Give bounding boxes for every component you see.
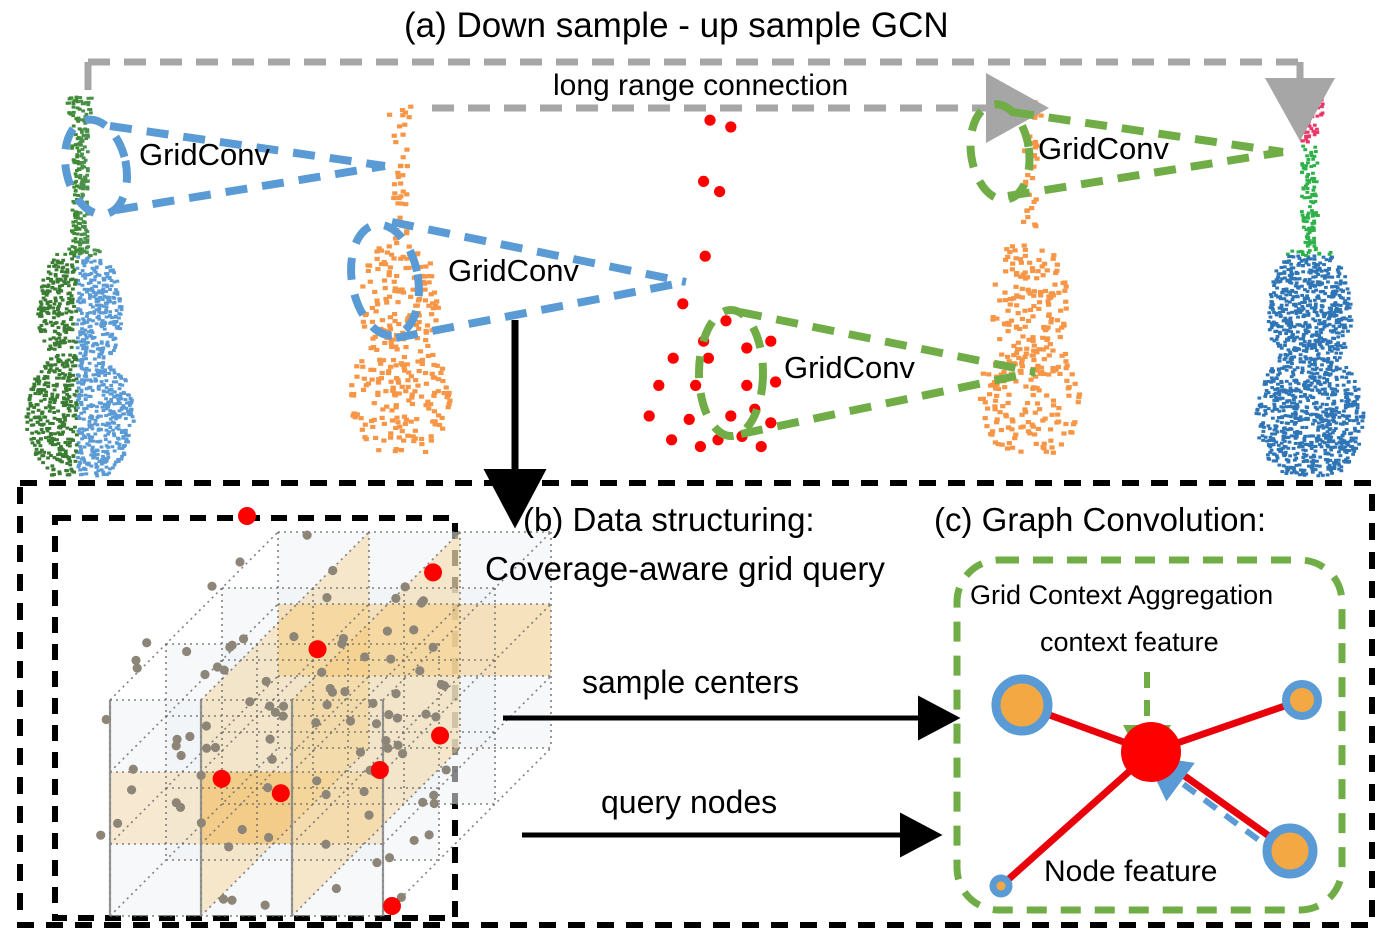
gridconv-cone-1 <box>61 115 386 219</box>
point-cloud-input <box>24 95 136 478</box>
grid-context-aggregation-label: Grid Context Aggregation <box>970 580 1274 610</box>
gridconv-cone-4 <box>966 100 1284 204</box>
panel-a-title: (a) Down sample - up sample GCN <box>404 6 949 45</box>
node-feature-label: Node feature <box>1044 855 1218 888</box>
long-range-connection-top <box>84 58 1335 141</box>
gridconv-label-3: GridConv <box>784 350 915 385</box>
gridconv-label-2: GridConv <box>448 253 579 288</box>
panel-b-title-line1: (b) Data structuring: <box>523 501 815 538</box>
panel-c-box <box>953 556 1346 914</box>
gridconv-label-4: GridConv <box>1038 131 1169 166</box>
panel-c-title: (c) Graph Convolution: <box>934 501 1266 538</box>
voxel-grid-3d <box>108 531 552 917</box>
graph-nodes <box>989 674 1322 898</box>
gridconv-cone-2 <box>347 218 687 342</box>
graph-center-node <box>1121 722 1181 782</box>
long-range-connection-label: long range connection <box>553 69 849 102</box>
point-cloud-coarsest <box>643 114 782 453</box>
panel-bc-border <box>17 480 1375 928</box>
sample-centers-label: sample centers <box>582 664 799 700</box>
context-feature-label: context feature <box>1040 627 1219 657</box>
point-cloud-downsampled <box>349 104 453 455</box>
voxel-grid-points <box>96 507 451 915</box>
gridconv-label-1: GridConv <box>139 137 270 172</box>
gridconv-cone-3 <box>695 306 1036 440</box>
node-feature-arrow <box>1144 755 1281 858</box>
panel-b-title-line2: Coverage-aware grid query <box>485 550 885 587</box>
query-nodes-label: query nodes <box>601 784 778 820</box>
